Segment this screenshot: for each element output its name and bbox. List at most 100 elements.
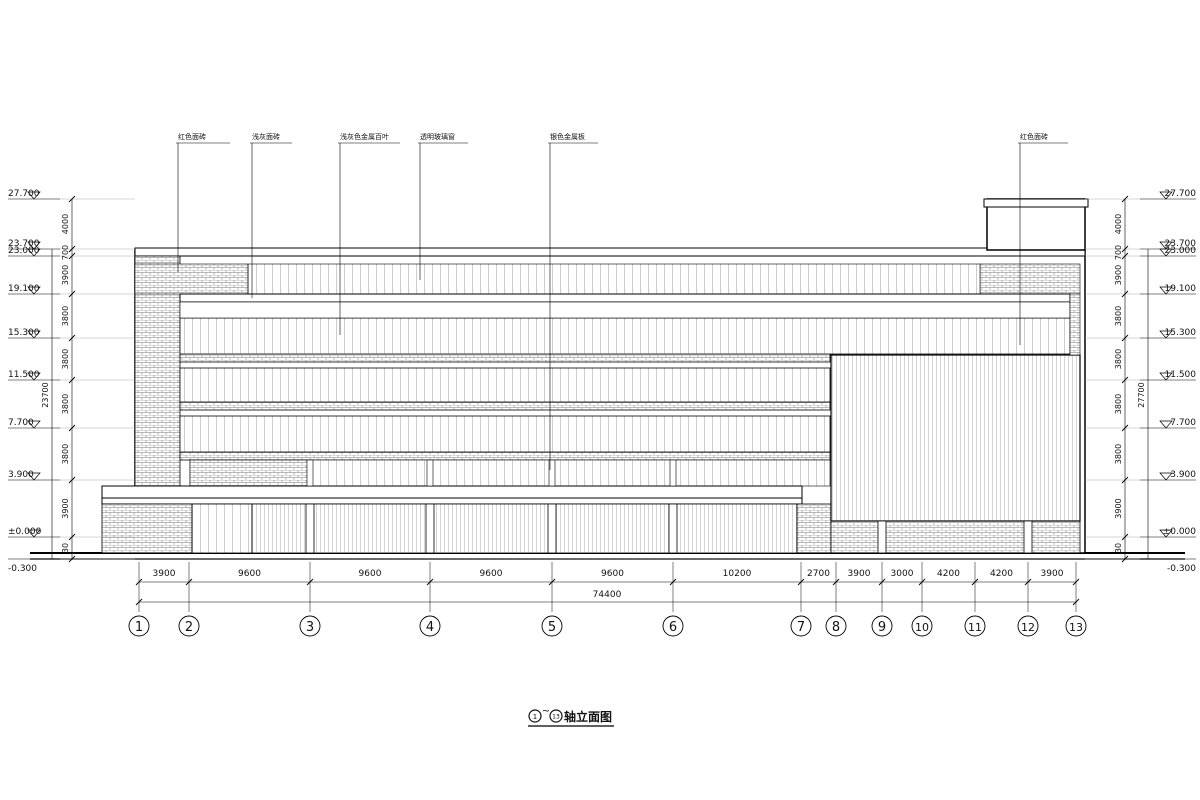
title-tilde: ~	[542, 706, 550, 717]
bay-dim: 3900	[1041, 569, 1064, 579]
levels-left: 27.70023.70023.00019.10015.30011.5007.70…	[8, 189, 135, 574]
level-triangle	[27, 529, 41, 538]
level-triangle	[1159, 286, 1173, 295]
louver-band-4	[179, 317, 1071, 355]
level-triangle	[27, 372, 41, 381]
axis-label: 10	[915, 621, 929, 634]
level-triangle	[27, 241, 41, 250]
canopy	[101, 485, 803, 499]
dim-tick	[68, 424, 76, 432]
level-triangle	[1159, 191, 1173, 200]
ground-brick-7	[796, 503, 832, 554]
dim-tick	[68, 533, 76, 541]
level-label: 7.700	[1170, 418, 1196, 428]
column-2f	[669, 459, 677, 487]
top-brick-left	[134, 263, 249, 295]
level-label: 19.100	[1165, 284, 1197, 294]
axis-bubble	[1065, 615, 1087, 637]
level-label: -0.300	[1167, 564, 1196, 574]
ground-column	[668, 503, 678, 554]
bay-tick	[135, 578, 143, 586]
dim-tick	[68, 195, 76, 203]
bay-dim: 3900	[153, 569, 176, 579]
axis-bubble	[790, 615, 812, 637]
level-label: 7.700	[8, 418, 34, 428]
axis-bubble	[299, 615, 321, 637]
axis-label: 5	[548, 620, 556, 635]
dim-tick	[68, 334, 76, 342]
slab-11500	[179, 401, 831, 411]
bay-dim: 2700	[807, 569, 830, 579]
entrance-door	[191, 503, 253, 554]
bay-dim: 9600	[238, 569, 261, 579]
louver-band-3	[179, 367, 831, 403]
dim-tick	[1121, 424, 1129, 432]
bay-tick	[971, 578, 979, 586]
levels-right: 27.70023.70023.00019.10015.30011.5007.70…	[1085, 189, 1196, 574]
bay-tick	[832, 578, 840, 586]
bay-dim: 10200	[723, 569, 752, 579]
dim-tick	[1121, 195, 1129, 203]
level-triangle	[1159, 372, 1173, 381]
dim-tick	[68, 290, 76, 298]
building-facade	[30, 198, 1185, 560]
material-leaders	[176, 142, 1068, 470]
bay-tick	[797, 578, 805, 586]
axis-label: 6	[669, 620, 677, 635]
axis-label: 4	[426, 620, 434, 635]
floor-dim: 4000	[1114, 214, 1123, 234]
dim-tick	[68, 245, 76, 253]
band-under-slab	[179, 301, 1071, 319]
dim-tick	[68, 252, 76, 260]
level-triangle	[27, 330, 41, 339]
louver-band-2	[179, 415, 831, 453]
overall-dim: 23700	[41, 382, 50, 407]
material-label: 透明玻璃窗	[420, 132, 455, 141]
ground-column	[1023, 520, 1033, 554]
bay-dim: 3900	[848, 569, 871, 579]
bay-tick	[548, 578, 556, 586]
dim-tick	[1121, 334, 1129, 342]
level-triangle	[27, 472, 41, 481]
level-triangle	[1159, 330, 1173, 339]
dim-tick	[1121, 533, 1129, 541]
total-tick	[1072, 598, 1080, 606]
axis-label: 3	[306, 620, 314, 635]
level-label: 15.300	[8, 328, 40, 338]
ground-brick-left	[101, 503, 193, 554]
bay-tick	[306, 578, 314, 586]
column-2f	[426, 459, 434, 487]
metal-panel-block	[830, 354, 1081, 522]
dim-tick	[1121, 376, 1129, 384]
floor-dim: 700	[61, 245, 70, 260]
level-label: 15.300	[1165, 328, 1197, 338]
dim-tick	[68, 376, 76, 384]
level-label: 3.900	[1170, 470, 1196, 480]
level-triangle	[27, 248, 41, 257]
axis-label: 9	[878, 620, 886, 635]
level-label: 23.700	[8, 239, 40, 249]
material-label: 红色面砖	[178, 132, 206, 141]
floor-dim: 3800	[61, 349, 70, 369]
ground-column	[877, 520, 887, 554]
floor-dim: 3900	[1114, 265, 1123, 285]
level-label: ±0.000	[1163, 527, 1197, 537]
level-label: 23.000	[1165, 246, 1197, 256]
axis-bubble	[964, 615, 986, 637]
floor-dim: 700	[1114, 245, 1123, 260]
axis-bubble	[128, 615, 150, 637]
floor-dim: 30	[1114, 543, 1123, 553]
floor-dim: 3900	[1114, 498, 1123, 518]
drawing-title: 轴立面图	[564, 709, 612, 724]
axis-bubble	[911, 615, 933, 637]
ground-columns	[305, 459, 1033, 554]
canopy-fascia	[101, 497, 803, 505]
axis-bubble	[871, 615, 893, 637]
ground-storefront	[251, 503, 798, 554]
parapet	[134, 247, 1086, 257]
level-label: 23.700	[1165, 239, 1197, 249]
bay-tick	[878, 578, 886, 586]
level-triangle	[1159, 241, 1173, 250]
floor-dim: 3800	[1114, 349, 1123, 369]
